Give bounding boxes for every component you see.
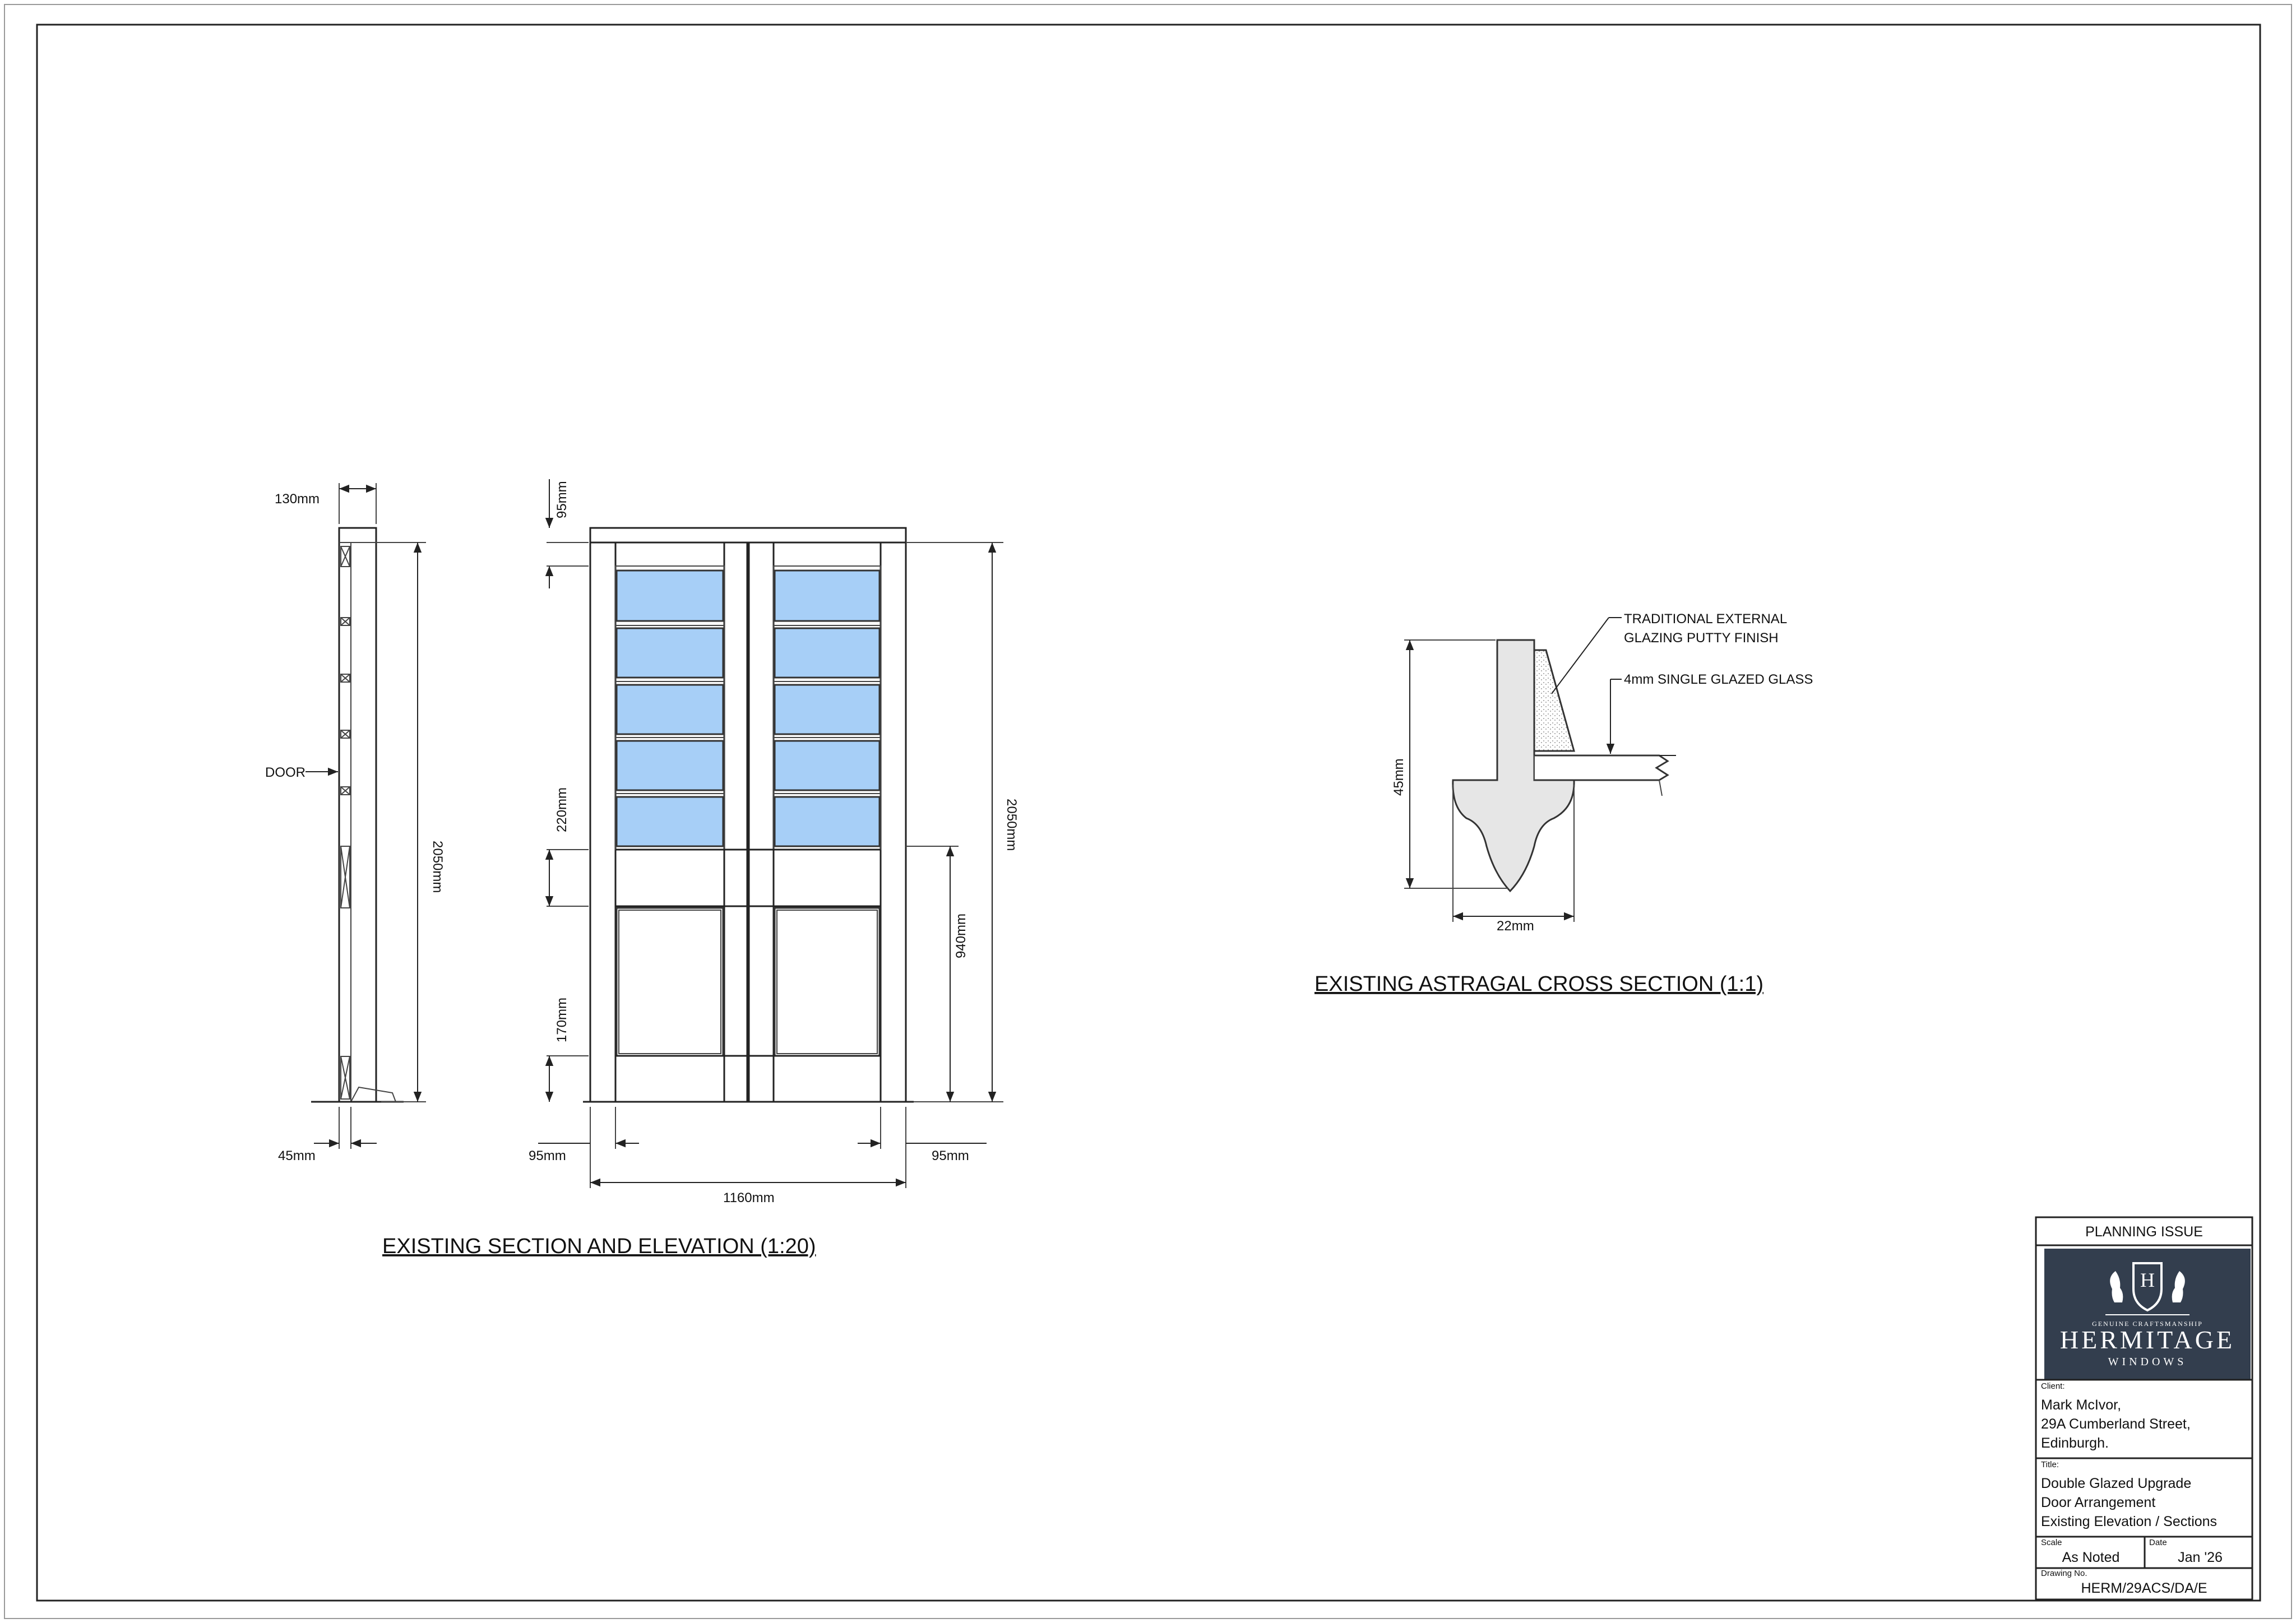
glass-pane [774,684,881,735]
title-line-3: Existing Elevation / Sections [2041,1514,2217,1529]
astragal-dimensions [1404,639,1575,922]
dim-overall-width: 1160mm [723,1190,775,1205]
astragal-title: EXISTING ASTRAGAL CROSS SECTION (1:1) [1314,972,1763,996]
lower-panel [774,907,881,1057]
title-label: Title: [2041,1460,2059,1469]
logo-sub: WINDOWS [2108,1356,2187,1368]
scale-label: Scale [2041,1538,2062,1547]
astragal-note-putty-2: GLAZING PUTTY FINISH [1624,630,1779,646]
date-value: Jan '26 [2178,1550,2223,1565]
dim-right-stile: 95mm [932,1148,969,1163]
client-line-2: 29A Cumberland Street, [2041,1416,2191,1432]
dim-lower-height: 940mm [953,913,969,958]
lower-panel [615,907,724,1057]
section-elevation-title: EXISTING SECTION AND ELEVATION (1:20) [382,1235,816,1258]
glass-pane [774,627,881,679]
glass-pane [615,796,724,847]
hermitage-logo: H [2105,1262,2189,1315]
glass-pane [774,569,881,622]
section-dimensions [314,483,426,1149]
astragal-dim-height: 45mm [1391,758,1406,796]
title-line-1: Double Glazed Upgrade [2041,1476,2191,1491]
elevation-dimensions [538,479,1003,1188]
logo-tagline: GENUINE CRAFTSMANSHIP [2092,1320,2203,1328]
astragal-note-glass: 4mm SINGLE GLAZED GLASS [1624,672,1813,687]
title-line-2: Door Arrangement [2041,1495,2155,1510]
door-side-section [305,527,404,1103]
glass-pane [615,684,724,735]
astragal-dim-width: 22mm [1497,919,1534,934]
drawing-border [36,24,2261,1602]
title-block [2035,1216,2253,1601]
dim-elevation-height: 2050mm [1004,799,1019,851]
scale-value: As Noted [2062,1550,2120,1565]
dim-left-stile: 95mm [529,1148,566,1163]
glass-pane [774,740,881,791]
door-label: DOOR [265,765,305,780]
drawing-no-value: HERM/29ACS/DA/E [2081,1580,2207,1596]
client-label: Client: [2041,1381,2065,1391]
glass-pane [615,569,724,622]
issue-label: PLANNING ISSUE [2085,1224,2203,1240]
dim-section-depth: 130mm [275,491,320,507]
astragal-profile [1452,617,1676,893]
door-elevation [583,527,914,1103]
dim-bottom-rail: 170mm [554,998,570,1042]
dim-mid-rail: 220mm [554,787,570,832]
svg-text:H: H [2140,1269,2155,1291]
drawing-no-label: Drawing No. [2041,1569,2087,1578]
dim-section-bottom: 45mm [278,1148,316,1163]
dim-top-rail: 95mm [554,481,570,518]
glass-pane [774,796,881,847]
dim-section-height: 2050mm [430,841,445,893]
outer-border [4,4,2292,1619]
client-line-3: Edinburgh. [2041,1435,2109,1451]
glass-pane [615,627,724,679]
date-label: Date [2149,1538,2167,1547]
glass-pane [615,740,724,791]
client-line-1: Mark McIvor, [2041,1397,2121,1413]
logo-brand: HERMITAGE [2060,1325,2235,1354]
astragal-note-putty-1: TRADITIONAL EXTERNAL [1624,611,1787,627]
